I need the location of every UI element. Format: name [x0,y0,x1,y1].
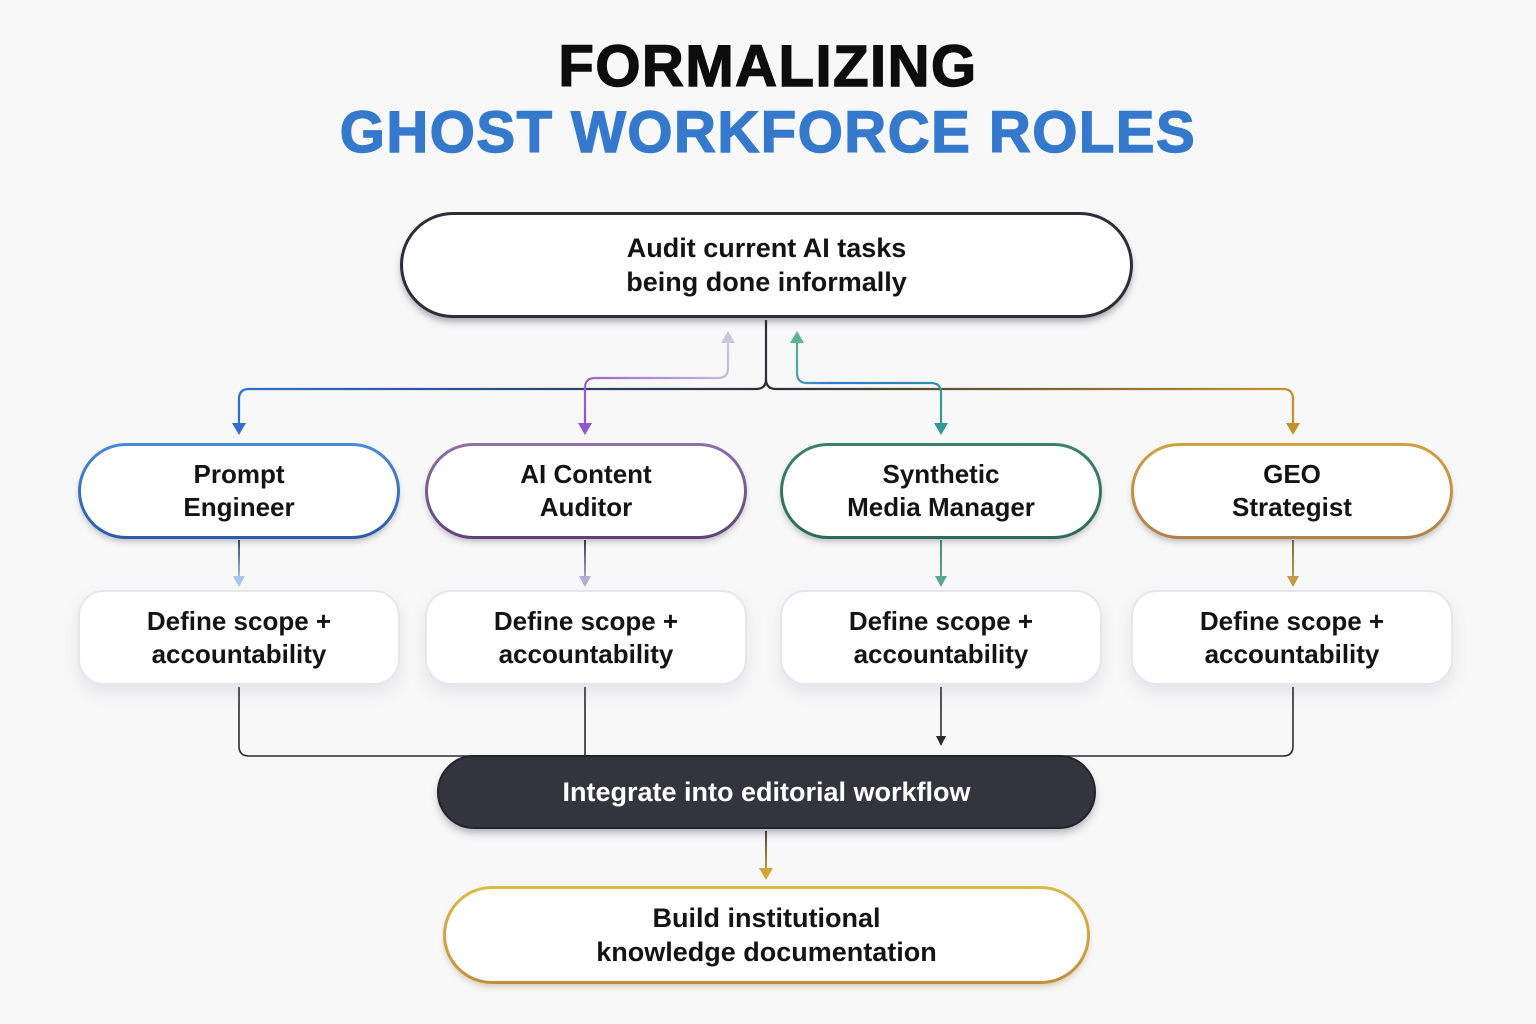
build-line1: Build institutional [652,903,881,933]
ai-content-auditor-line1: AI Content [520,459,652,489]
audit-box-body: Audit current AI tasks being done inform… [403,215,1130,315]
arrow-define-1 [233,576,245,587]
prompt-engineer-line1: Prompt [193,459,285,489]
arrow-down-ai-content-auditor [578,423,592,435]
node-define-scope-3: Define scope + accountability [780,590,1102,685]
synthetic-media-manager-line1: Synthetic [882,459,1000,489]
node-define-scope-1: Define scope + accountability [78,590,400,685]
synthetic-media-manager-line2: Media Manager [847,492,1035,522]
arrow-define-4 [1287,576,1299,587]
geo-strategist-body: GEO Strategist [1134,446,1450,536]
connector-to-prompt-engineer [237,378,768,423]
arrow-down-prompt-engineer [232,423,246,435]
connector-synthetic-media-manager [795,343,943,423]
node-define-scope-4: Define scope + accountability [1131,590,1453,685]
arrow-down-build [759,868,773,880]
ai-content-auditor-line2: Auditor [539,492,633,522]
arrow-up-left-into-audit [721,331,735,343]
title-line-1: FORMALIZING [558,33,978,99]
ai-content-auditor-body: AI Content Auditor [428,446,744,536]
build-line2: knowledge documentation [596,937,937,967]
node-audit-current-ai-tasks: Audit current AI tasks being done inform… [400,212,1133,318]
arrow-up-right-into-audit [790,331,804,343]
connector-define1-integrate [238,687,500,757]
node-integrate-editorial-workflow: Integrate into editorial workflow [437,755,1096,829]
define-4-line1: Define scope + [1199,605,1385,636]
node-define-scope-2: Define scope + accountability [425,590,747,685]
connector-to-geo-strategist [764,378,1295,423]
audit-text-line2: being done informally [626,267,907,297]
title-line-2: GHOST WORKFORCE ROLES [339,99,1197,165]
define-1-line2: accountability [151,638,327,669]
audit-text-line1: Audit current AI tasks [626,233,907,263]
geo-strategist-line2: Strategist [1232,492,1352,522]
geo-strategist-line1: GEO [1263,459,1321,489]
node-prompt-engineer: Prompt Engineer [78,443,400,539]
node-build-knowledge-documentation: Build institutional knowledge documentat… [443,886,1090,984]
prompt-engineer-line2: Engineer [183,492,295,522]
node-synthetic-media-manager: Synthetic Media Manager [780,443,1102,539]
arrow-down-synthetic-media-manager [934,423,948,435]
arrow-down-geo-strategist [1286,423,1300,435]
define-2-line1: Define scope + [493,605,679,636]
arrow-define-2 [579,576,591,587]
connector-define4-integrate [1033,687,1294,757]
synthetic-media-manager-body: Synthetic Media Manager [783,446,1099,536]
define-4-line2: accountability [1204,638,1380,669]
node-ai-content-auditor: AI Content Auditor [425,443,747,539]
integrate-label: Integrate into editorial workflow [562,776,971,807]
arrow-define-3 [935,576,947,587]
define-1-line1: Define scope + [146,605,332,636]
node-geo-strategist: GEO Strategist [1131,443,1453,539]
define-3-line1: Define scope + [848,605,1034,636]
connector-ai-content-auditor [583,343,730,423]
define-3-line2: accountability [853,638,1029,669]
page-title: FORMALIZING GHOST WORKFORCE ROLES [0,33,1536,166]
build-box-body: Build institutional knowledge documentat… [446,889,1087,981]
define-2-line2: accountability [498,638,674,669]
prompt-engineer-body: Prompt Engineer [81,446,397,536]
arrow-into-integrate [936,736,946,746]
